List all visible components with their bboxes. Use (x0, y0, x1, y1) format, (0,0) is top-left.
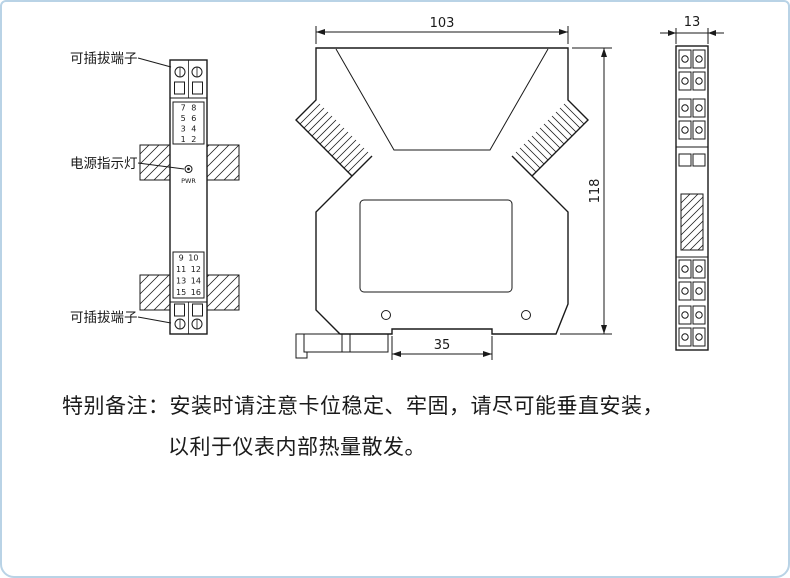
top-terminal-block (174, 66, 203, 95)
note-text-1: 安装时请注意卡位稳定、牢固，请尽可能垂直安装， (169, 395, 664, 418)
power-led-label: PWR (181, 177, 196, 185)
label-power-led: 电源指示灯 (70, 156, 138, 172)
terminal-row: 7 8 (181, 104, 197, 113)
terminal-row: 3 4 (181, 125, 197, 134)
din-rail-clip (295, 333, 389, 359)
callout-line-power-led (137, 162, 185, 170)
label-area (359, 199, 513, 293)
bottom-terminal-block (174, 303, 203, 330)
roof-lines (335, 48, 549, 151)
note-line-1: 特别备注：安装时请注意卡位稳定、牢固，请尽可能垂直安装， (62, 394, 664, 419)
note-line-2: 以利于仪表内部热量散发。 (62, 435, 664, 460)
dim-thickness-value: 13 (684, 15, 701, 30)
top-terminal-numbers: 7 8 5 6 3 4 1 2 (172, 101, 205, 145)
terminal-row: 11 12 (176, 265, 201, 274)
terminal-row: 13 14 (176, 277, 201, 286)
housing-screw-left (381, 310, 391, 320)
terminal-pod-right-hatch (515, 103, 585, 173)
terminal-pod-left-hatch (299, 103, 369, 173)
terminal-row: 1 2 (181, 135, 197, 144)
dimension-height: 118 (560, 47, 612, 335)
terminal-row: 15 16 (176, 288, 201, 297)
terminal-row: 5 6 (181, 114, 197, 123)
dim-height-value: 118 (588, 179, 603, 204)
terminal-row: 9 10 (179, 254, 199, 263)
installation-note: 特别备注：安装时请注意卡位稳定、牢固，请尽可能垂直安装， 以利于仪表内部热量散发… (62, 394, 664, 460)
label-bottom-terminal: 可插拔端子 (70, 310, 138, 326)
callout-line-top-terminal (137, 57, 172, 68)
dimension-thickness: 13 (660, 15, 724, 44)
note-text-2: 以利于仪表内部热量散发。 (168, 436, 426, 460)
module-front-body (169, 59, 208, 335)
side-view: 103 118 35 (295, 16, 612, 360)
bottom-terminal-numbers: 9 10 11 12 13 14 15 16 (172, 251, 205, 299)
dimension-width: 103 (315, 16, 569, 44)
edge-terminals-bottom (678, 259, 706, 347)
edge-middle-detail (678, 153, 706, 251)
edge-view: 13 (660, 15, 724, 351)
housing-outline (295, 47, 589, 335)
callout-line-bottom-terminal (137, 316, 172, 324)
edge-terminals-top (678, 49, 706, 140)
note-label: 特别备注： (62, 395, 170, 418)
dim-rail-value: 35 (434, 338, 451, 353)
power-led: PWR (181, 165, 196, 185)
label-top-terminal: 可插拔端子 (70, 51, 138, 67)
housing-screw-right (521, 310, 531, 320)
dimension-rail-width: 35 (391, 336, 493, 360)
dim-width-value: 103 (430, 16, 455, 31)
front-view: 7 8 5 6 3 4 1 2 PWR 9 10 11 12 13 14 15 … (70, 51, 240, 335)
